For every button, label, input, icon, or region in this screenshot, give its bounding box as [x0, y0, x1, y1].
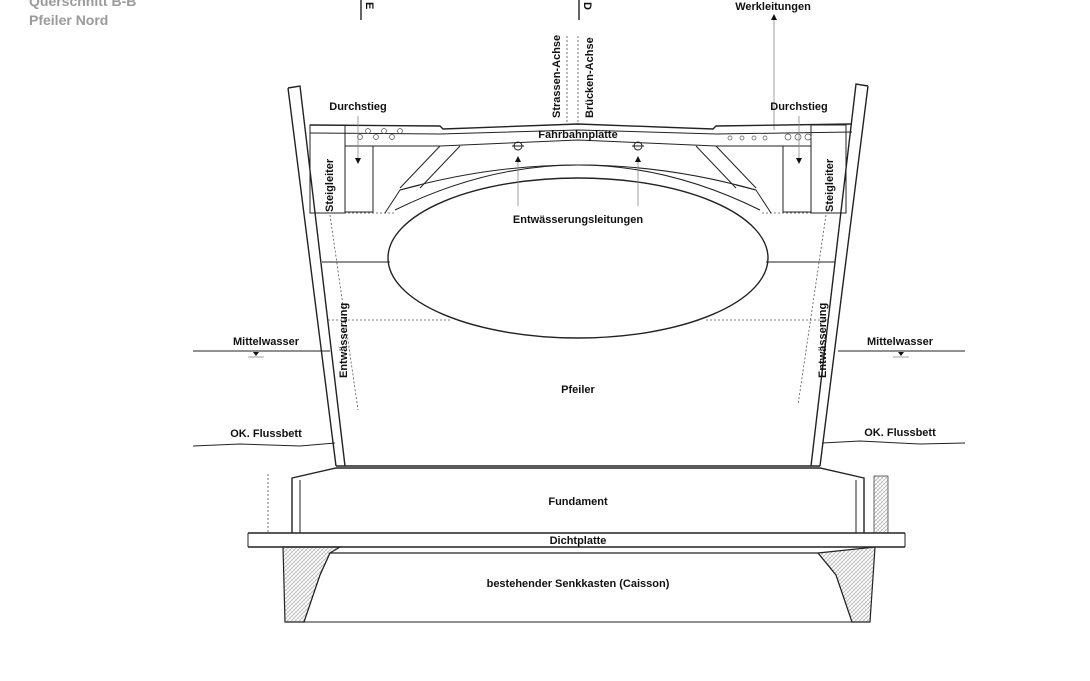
steigleiter-right-label: Steigleiter — [824, 158, 836, 212]
dichtplatte — [247, 532, 906, 548]
arrow-down-icon — [796, 158, 802, 164]
mittelwasser-right-label: Mittelwasser — [867, 336, 934, 348]
steigleiter-left-label: Steigleiter — [324, 158, 336, 212]
flussbett-right-label: OK. Flussbett — [864, 427, 936, 439]
drainage-pipe-right — [797, 214, 827, 406]
riverbed-left — [192, 442, 336, 447]
durchstieg-right-label: Durchstieg — [770, 101, 827, 113]
drawing-title-block: Querschnitt B-B Pfeiler Nord — [29, 0, 136, 30]
hollow-box-ellipse — [387, 177, 769, 339]
dichtplatte-label: Dichtplatte — [550, 535, 607, 547]
caisson — [282, 546, 876, 623]
pfeiler-label: Pfeiler — [561, 384, 595, 396]
entwaesserung-left-label: Entwässerung — [338, 303, 350, 378]
drawing-subtitle: Pfeiler Nord — [29, 12, 109, 28]
entwaesserungsleitungen-label: Entwässerungsleitungen — [513, 214, 643, 226]
fundament — [267, 467, 889, 534]
bruecken-achse-label: Brücken-Achse — [584, 37, 596, 118]
senkkasten-label: bestehender Senkkasten (Caisson) — [487, 578, 670, 590]
durchstieg-left-label: Durchstieg — [329, 101, 386, 113]
flussbett-left-label: OK. Flussbett — [230, 428, 302, 440]
fahrbahnplatte-label: Fahrbahnplatte — [538, 129, 617, 141]
drainage-pipe-left — [329, 214, 359, 411]
drainage-pipe-icon — [512, 141, 524, 151]
riverbed-right — [821, 440, 966, 445]
pier — [287, 83, 869, 467]
water-level-icon — [898, 352, 904, 356]
section-marker-e-label: E — [363, 2, 375, 9]
section-marker-e: E — [360, 0, 375, 20]
entwaesserung-right-label: Entwässerung — [817, 303, 829, 378]
werkleitungen-label: Werkleitungen — [735, 1, 811, 13]
arrow-up-icon — [635, 156, 641, 162]
deck — [309, 123, 853, 214]
arrow-up-icon — [515, 156, 521, 162]
drainage-pipe-icon — [632, 141, 644, 151]
strassen-achse-label: Strassen-Achse — [551, 35, 563, 118]
fundament-label: Fundament — [548, 496, 608, 508]
section-marker-d-label: D — [581, 2, 593, 10]
water-level-icon — [253, 352, 259, 356]
arrow-up-icon — [771, 14, 777, 20]
mittelwasser-left-label: Mittelwasser — [233, 336, 300, 348]
section-marker-d: D — [578, 0, 593, 20]
drawing-title: Querschnitt B-B — [29, 0, 137, 9]
arrow-down-icon — [355, 158, 361, 164]
